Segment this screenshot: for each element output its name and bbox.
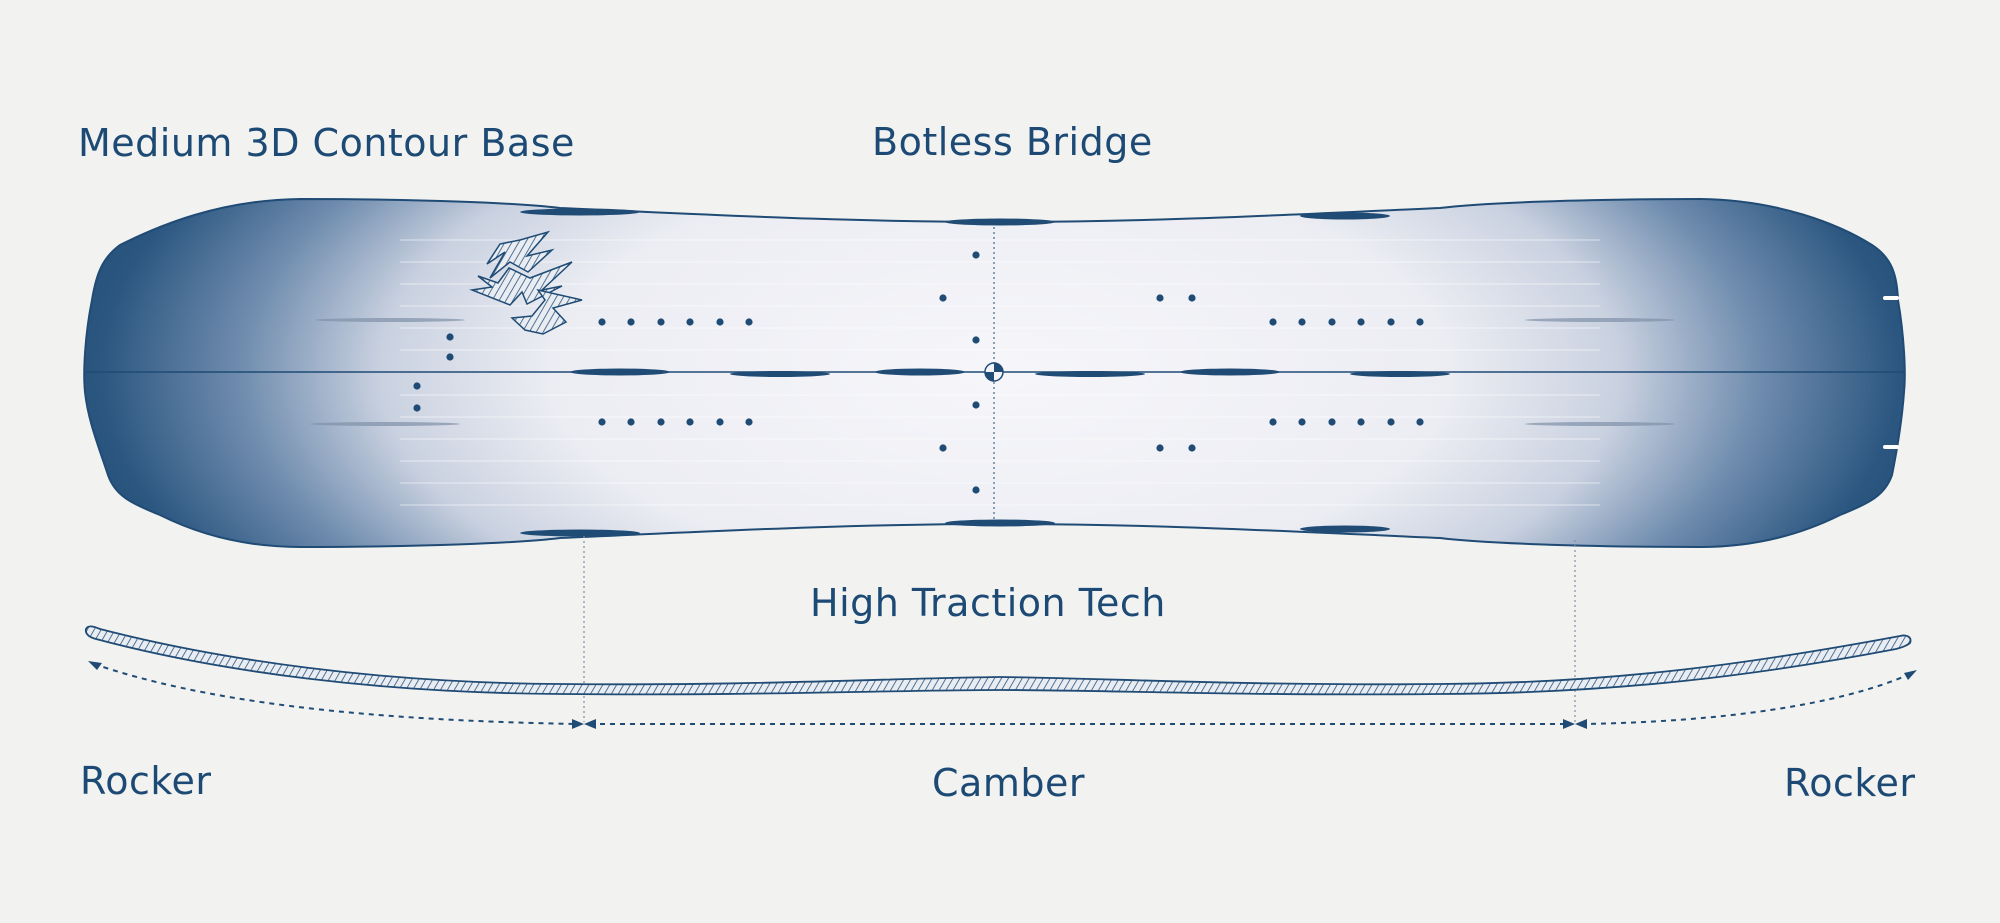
board-texture [400,239,1600,506]
label-contour-base: Medium 3D Contour Base [78,121,575,165]
base-streaks [310,318,1675,426]
center-mark-fill [985,363,1003,381]
label-camber: Camber [932,761,1085,805]
brand-logo-icon [469,230,583,335]
arrow-heads [88,661,1917,729]
split-bumps [570,368,1450,377]
board-top-view [83,197,1906,549]
label-rocker-right: Rocker [1784,761,1916,805]
tail-clip-notches [1883,296,1899,449]
board-side-profile [84,625,1912,696]
label-botless-bridge: Botless Bridge [872,120,1153,164]
binding-inserts [413,251,1424,494]
traction-bumps [520,208,1390,537]
side-profile [84,625,1912,696]
label-rocker-left: Rocker [80,759,212,803]
label-high-traction-tech: High Traction Tech [810,581,1166,625]
profile-arrows [93,663,1911,725]
